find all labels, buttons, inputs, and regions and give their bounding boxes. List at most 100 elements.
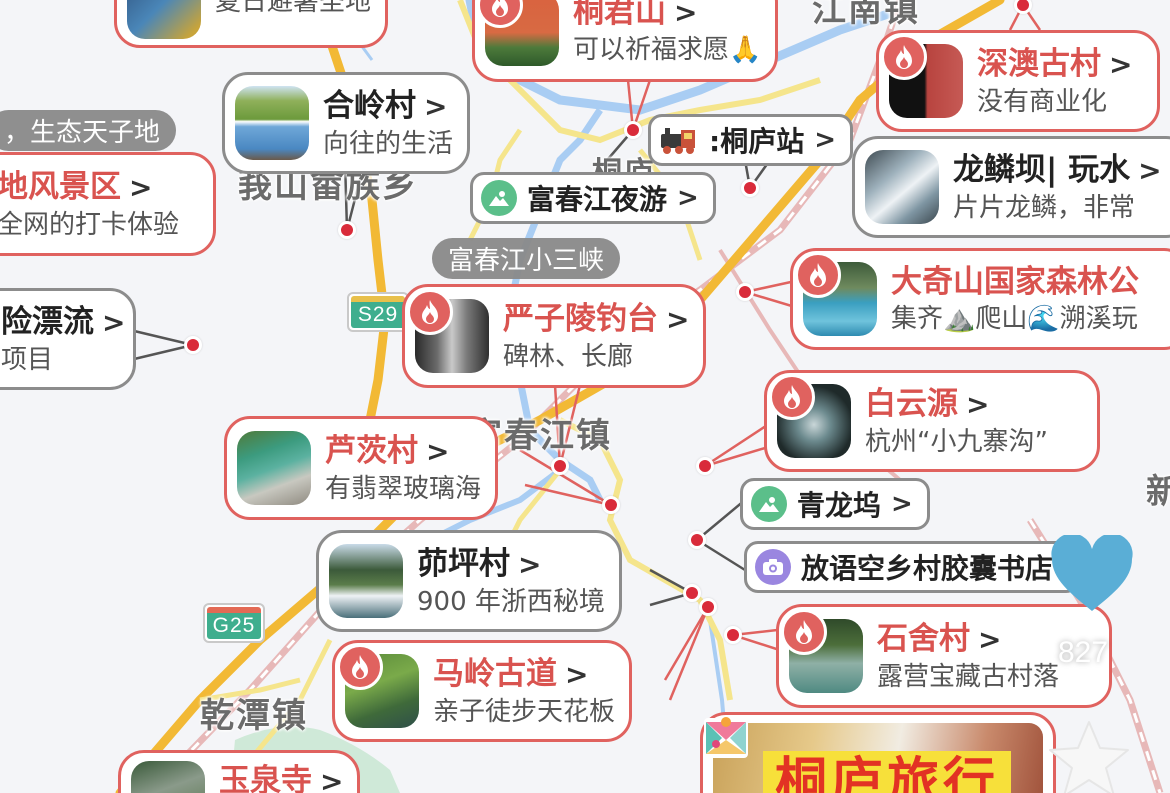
chevron-right-icon: > bbox=[424, 89, 448, 123]
poi-title: 玉泉寺 bbox=[219, 763, 312, 793]
poi-subtitle: 碑林、长廊 bbox=[503, 341, 634, 372]
chevron-right-icon: > bbox=[426, 434, 450, 468]
banner-photo: 桐庐旅行 bbox=[713, 723, 1043, 793]
poi-dot-maoping[interactable] bbox=[683, 584, 701, 602]
chevron-right-icon: > bbox=[891, 489, 913, 519]
poi-card-baiyunyuan[interactable]: 白云源> 杭州“小九寨沟” bbox=[764, 370, 1100, 472]
highway-shield-g25: G25 bbox=[203, 603, 265, 643]
chevron-right-icon: > bbox=[978, 622, 1002, 656]
poi-card-rafting[interactable]: 险漂流> 项目 bbox=[0, 288, 136, 390]
chevron-right-icon: > bbox=[320, 765, 344, 793]
poi-card-summer[interactable]: 夏日避暑圣地 bbox=[114, 0, 389, 48]
poi-dot-luci[interactable] bbox=[602, 496, 620, 514]
favorite-star-icon[interactable] bbox=[1046, 718, 1132, 793]
poi-title: 险漂流 bbox=[1, 303, 94, 340]
place-label-qiantan: 乾潭镇 bbox=[200, 696, 308, 736]
poi-card-yanziling[interactable]: 严子陵钓台> 碑林、长廊 bbox=[402, 284, 707, 388]
chevron-right-icon: > bbox=[814, 125, 836, 155]
poi-card-maling[interactable]: 马岭古道> 亲子徒步天花板 bbox=[332, 640, 633, 742]
poi-thumbnail bbox=[235, 86, 309, 160]
poi-card-longlinba[interactable]: 龙鳞坝| 玩水> 片片龙鳞，非常 bbox=[852, 136, 1170, 238]
poi-subtitle: 向往的生活 bbox=[323, 128, 454, 159]
poi-dot-station[interactable] bbox=[741, 179, 759, 197]
poi-subtitle: 可以祈福求愿🙏 bbox=[573, 34, 762, 65]
poi-dot-daqishan[interactable] bbox=[736, 283, 754, 301]
chip-night-tour[interactable]: 富春江夜游 > bbox=[470, 172, 716, 224]
travel-guide-banner[interactable]: 桐庐旅行 bbox=[700, 712, 1056, 793]
poi-dot-baiyunyuan[interactable] bbox=[696, 457, 714, 475]
poi-thumbnail bbox=[131, 761, 205, 793]
poi-card-yuquan[interactable]: 玉泉寺 > bbox=[118, 750, 361, 793]
poi-card-maoping[interactable]: 茆坪村> 900 年浙西秘境 bbox=[316, 530, 622, 632]
hot-fire-icon bbox=[781, 609, 827, 655]
poi-thumbnail bbox=[329, 544, 403, 618]
poi-card-daqishan[interactable]: 大奇山国家森林公 集齐⛰️爬山🌊溯溪玩 bbox=[790, 248, 1170, 350]
poi-title: 严子陵钓台 bbox=[503, 300, 658, 337]
chip-label: :桐庐站 bbox=[709, 125, 805, 158]
poi-title: 深澳古村 bbox=[977, 45, 1101, 82]
poi-card-tongjunshan[interactable]: 桐君山> 可以祈福求愿🙏 bbox=[472, 0, 779, 82]
hot-fire-icon bbox=[477, 0, 523, 28]
poi-thumbnail bbox=[781, 609, 863, 693]
poi-subtitle: 露营宝藏古村落 bbox=[877, 661, 1060, 692]
poi-dot-rafting[interactable] bbox=[184, 336, 202, 354]
poi-card-shishe[interactable]: 石舍村> 露营宝藏古村落 bbox=[776, 604, 1112, 708]
poi-subtitle: 没有商业化 bbox=[977, 86, 1108, 117]
poi-dot-tongjunshan[interactable] bbox=[624, 121, 642, 139]
poi-thumbnail bbox=[337, 644, 419, 728]
poi-thumbnail bbox=[769, 374, 851, 458]
poi-title: 马岭古道 bbox=[433, 655, 557, 692]
like-heart-icon[interactable] bbox=[1050, 535, 1134, 615]
chevron-right-icon: > bbox=[518, 547, 542, 581]
banner-title: 桐庐旅行 bbox=[763, 751, 1012, 793]
poi-subtitle: 亲子徒步天花板 bbox=[433, 696, 616, 727]
chevron-right-icon: > bbox=[565, 657, 589, 691]
poi-subtitle: 项目 bbox=[1, 344, 54, 375]
poi-subtitle: 有翡翠玻璃海 bbox=[325, 473, 482, 504]
camera-icon bbox=[755, 549, 791, 585]
place-label-xin: 新 bbox=[1146, 472, 1170, 512]
poi-title: 茆坪村 bbox=[417, 545, 510, 582]
poi-title: 地风景区 bbox=[0, 168, 121, 205]
map-pin-icon bbox=[704, 717, 748, 758]
poi-thumbnail bbox=[477, 0, 559, 66]
scenic-icon bbox=[481, 180, 517, 216]
poi-subtitle: 杭州“小九寨沟” bbox=[865, 426, 1048, 457]
poi-card-shenao[interactable]: 深澳古村> 没有商业化 bbox=[876, 30, 1160, 132]
poi-thumbnail bbox=[795, 252, 877, 336]
poi-card-scenic[interactable]: 地风景区> 全网的打卡体验 bbox=[0, 152, 216, 256]
poi-thumbnail bbox=[407, 289, 489, 373]
chevron-right-icon: > bbox=[1109, 47, 1133, 81]
chip-station[interactable]: :桐庐站 > bbox=[648, 114, 853, 166]
poi-thumbnail bbox=[881, 34, 963, 118]
area-pill-xiaosanxia: 富春江小三峡 bbox=[432, 238, 621, 279]
poi-title: 桐君山 bbox=[573, 0, 666, 30]
chip-capsule-bookstore[interactable]: 放语空乡村胶囊书店 bbox=[744, 541, 1080, 593]
chip-qinglongwu[interactable]: 青龙坞 > bbox=[740, 478, 930, 530]
scenic-icon bbox=[751, 486, 787, 522]
poi-thumbnail bbox=[237, 431, 311, 505]
hot-fire-icon bbox=[407, 289, 453, 335]
poi-card-heling[interactable]: 合岭村> 向往的生活 bbox=[222, 72, 471, 174]
poi-title: 白云源 bbox=[865, 385, 958, 422]
chevron-right-icon: > bbox=[966, 387, 990, 421]
poi-dot-shenao[interactable] bbox=[1014, 0, 1032, 14]
highway-shield-s29: S29 bbox=[347, 292, 409, 332]
poi-dot-maling[interactable] bbox=[699, 598, 717, 616]
poi-subtitle: 900 年浙西秘境 bbox=[417, 586, 605, 617]
poi-dot-qinglongwu[interactable] bbox=[688, 531, 706, 549]
poi-title: 芦茨村 bbox=[325, 432, 418, 469]
chevron-right-icon: > bbox=[1138, 153, 1162, 187]
train-icon bbox=[659, 122, 699, 158]
poi-title: 大奇山国家森林公 bbox=[891, 264, 1139, 300]
poi-dot-shishe[interactable] bbox=[724, 626, 742, 644]
poi-card-luci[interactable]: 芦茨村> 有翡翠玻璃海 bbox=[224, 416, 499, 520]
poi-dot-heling[interactable] bbox=[338, 221, 356, 239]
poi-title: 龙鳞坝| 玩水 bbox=[953, 151, 1131, 188]
poi-subtitle: 片片龙鳞，非常 bbox=[953, 192, 1136, 223]
poi-dot-yanziling[interactable] bbox=[551, 457, 569, 475]
chevron-right-icon: > bbox=[677, 183, 699, 213]
hot-fire-icon bbox=[337, 644, 383, 690]
poi-subtitle: 全网的打卡体验 bbox=[0, 209, 180, 240]
